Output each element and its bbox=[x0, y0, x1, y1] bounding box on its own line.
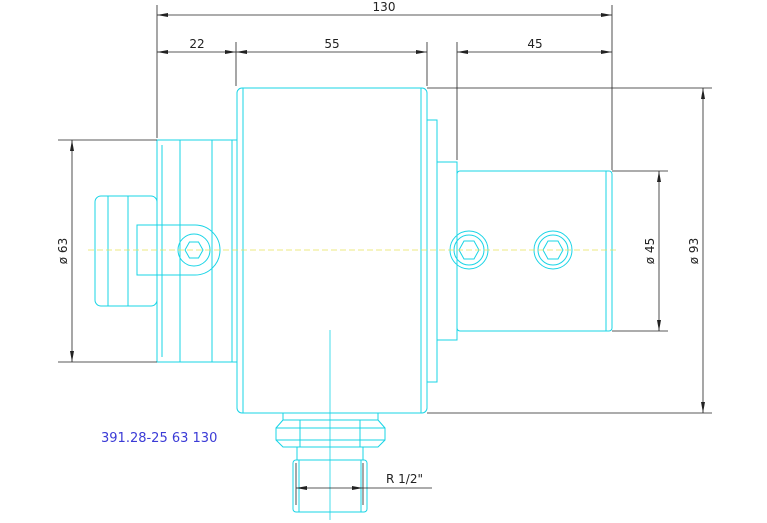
dim-diameter-shank: ø 45 bbox=[643, 238, 657, 264]
main-body bbox=[236, 87, 428, 414]
part-geometry bbox=[94, 87, 613, 513]
collar-1 bbox=[426, 119, 438, 383]
dim-segment-left: 22 bbox=[189, 37, 204, 51]
dim-segment-middle: 55 bbox=[324, 37, 339, 51]
dim-thread: R 1/2" bbox=[386, 472, 423, 486]
left-spigot bbox=[94, 195, 158, 307]
shank bbox=[456, 170, 613, 332]
dim-diameter-body: ø 93 bbox=[687, 238, 701, 264]
left-flange bbox=[156, 139, 238, 363]
hex-nut bbox=[275, 413, 386, 448]
dim-overall-length: 130 bbox=[373, 0, 396, 14]
part-number: 391.28-25 63 130 bbox=[101, 431, 217, 446]
flange-lug bbox=[136, 224, 221, 276]
dim-segment-right: 45 bbox=[527, 37, 542, 51]
dim-diameter-left: ø 63 bbox=[56, 238, 70, 264]
dimension-lines bbox=[58, 5, 712, 505]
